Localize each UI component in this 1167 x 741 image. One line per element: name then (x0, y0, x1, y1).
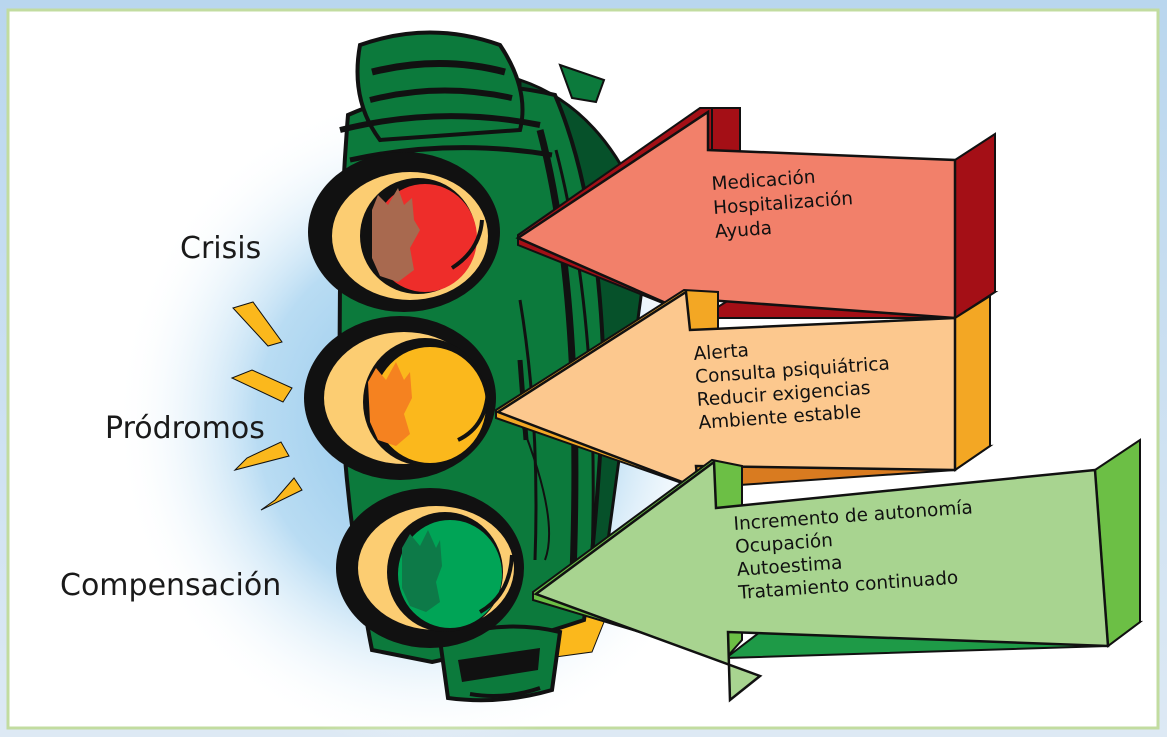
lamp-compensacion (336, 488, 524, 648)
lamp-prodromos (304, 316, 496, 480)
lamp-crisis (308, 152, 500, 312)
action-prodromos-1: Alerta (693, 340, 750, 365)
arrow-crisis (515, 107, 999, 320)
stage-label-compensacion: Compensación (60, 568, 281, 603)
stage-label-prodromos: Pródromos (105, 411, 265, 446)
burst-rays (230, 301, 609, 659)
arrow-compensacion (532, 438, 1144, 703)
stage-label-crisis: Crisis (180, 231, 261, 266)
action-crisis-3: Ayuda (714, 218, 772, 243)
arrow-prodromos (495, 288, 994, 490)
